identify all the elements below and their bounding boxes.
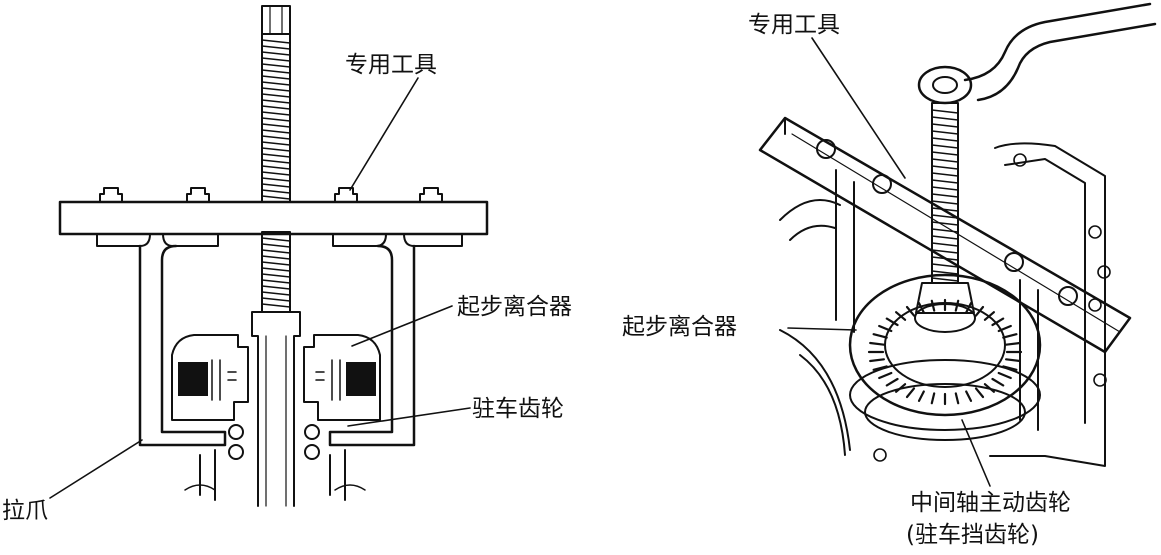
left-parking-gear-label: 驻车齿轮 — [472, 396, 564, 422]
right-start-clutch-label: 起步离合器 — [622, 314, 737, 340]
left-figure — [49, 5, 489, 507]
left-puller-claw-label: 拉爪 — [2, 498, 48, 524]
right-special-tool-label: 专用工具 — [748, 12, 840, 38]
left-special-tool-label: 专用工具 — [345, 52, 437, 78]
right-housing — [779, 142, 1111, 467]
right-wrench — [917, 2, 1157, 105]
right-bar-tool — [758, 116, 1132, 431]
right-figure — [758, 2, 1157, 487]
left-clutch-assembly — [171, 334, 381, 421]
left-screw-rod — [261, 5, 291, 313]
right-parking-gear-sublabel: (驻车挡齿轮) — [906, 522, 1039, 548]
right-screw — [915, 102, 975, 314]
left-shaft — [251, 311, 301, 507]
left-bearings — [184, 424, 366, 501]
left-bolts — [99, 187, 443, 203]
left-start-clutch-label: 起步离合器 — [457, 294, 572, 320]
left-puller-claws — [138, 244, 416, 447]
left-crossbar — [58, 200, 489, 236]
right-clutch-drum — [848, 273, 1042, 441]
right-countershaft-gear-label: 中间轴主动齿轮 — [910, 490, 1071, 516]
